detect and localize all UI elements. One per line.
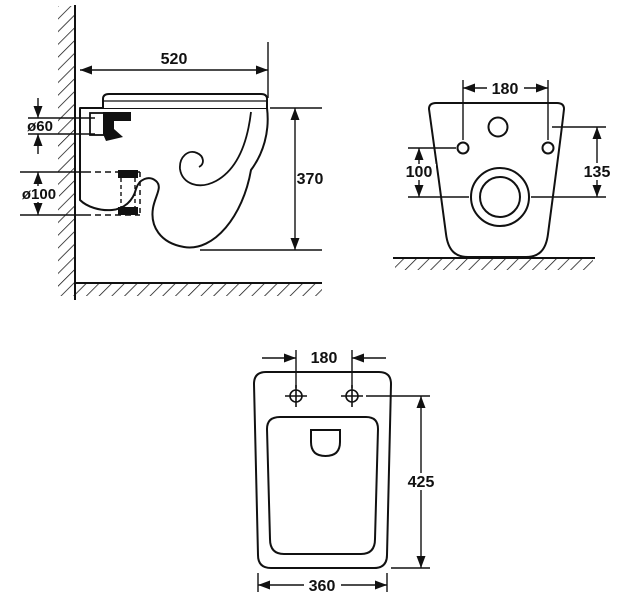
- dim-rear-180-label-bg: [487, 80, 524, 96]
- dim-rear-100-label-bg: [402, 164, 436, 180]
- rear-view: 180 135 100: [393, 80, 614, 270]
- top-hole: [487, 116, 509, 138]
- dim-360-label-bg: [304, 577, 341, 593]
- dim-520-label: 520: [161, 51, 188, 68]
- dim-rear-180: 180: [462, 80, 549, 140]
- mounting-hole-left: [456, 141, 470, 155]
- dim-425-label: 425: [408, 474, 435, 491]
- rear-outline: [428, 102, 565, 258]
- inlet-clamp: [103, 112, 131, 141]
- flush-water-area: [310, 429, 341, 458]
- bowl-inner-curve: [179, 111, 252, 187]
- dim-60-label: ø60: [27, 118, 53, 135]
- dim-360-label: 360: [309, 578, 336, 595]
- dim-100-label: ø100: [22, 186, 56, 203]
- drain-hole-outer: [470, 167, 530, 227]
- dim-rear-100: 100: [402, 147, 469, 198]
- floor-rear-hatching: [395, 258, 593, 270]
- top-view: 180 425 360: [253, 350, 439, 595]
- wall: [58, 5, 76, 300]
- dim-370: 370: [200, 107, 324, 251]
- dim-outlet-diameter: ø100: [19, 171, 85, 216]
- dim-inlet-diameter: ø60: [27, 98, 95, 154]
- dim-rear-100-label: 100: [406, 164, 433, 181]
- floor-hatching: [75, 283, 322, 296]
- dim-135-label-bg: [580, 163, 614, 180]
- wall-hatching: [58, 6, 75, 296]
- dim-520: 520: [80, 42, 269, 98]
- bowl-rim-inner: [265, 416, 380, 555]
- floor-side: [75, 282, 322, 296]
- dim-370-label: 370: [297, 171, 324, 188]
- dim-top-180-label: 180: [311, 350, 338, 367]
- dim-425: 425: [366, 395, 439, 569]
- drain-bracket-top: [118, 170, 138, 178]
- dim-top-180: 180: [262, 350, 386, 388]
- toilet-side-profile: [79, 107, 269, 249]
- dim-rear-180-label: 180: [492, 81, 519, 98]
- hinge-hole-left: [285, 385, 307, 407]
- dim-425-label-bg: [403, 473, 439, 490]
- side-view: 520 370 ø60 ø100: [19, 5, 323, 300]
- drain-hole-inner: [479, 176, 521, 218]
- dim-360: 360: [257, 573, 388, 595]
- drain-pipe-hidden: [85, 170, 141, 216]
- top-view-outline: [253, 371, 392, 569]
- mounting-hole-right: [541, 141, 555, 155]
- hinge-hole-right: [341, 385, 363, 407]
- inlet-socket: [89, 112, 106, 136]
- drain-bracket-bottom: [118, 207, 138, 215]
- floor-rear: [393, 257, 595, 270]
- dim-135: 135: [531, 126, 614, 198]
- dim-100-label-bg: [19, 186, 59, 202]
- dim-135-label: 135: [584, 164, 611, 181]
